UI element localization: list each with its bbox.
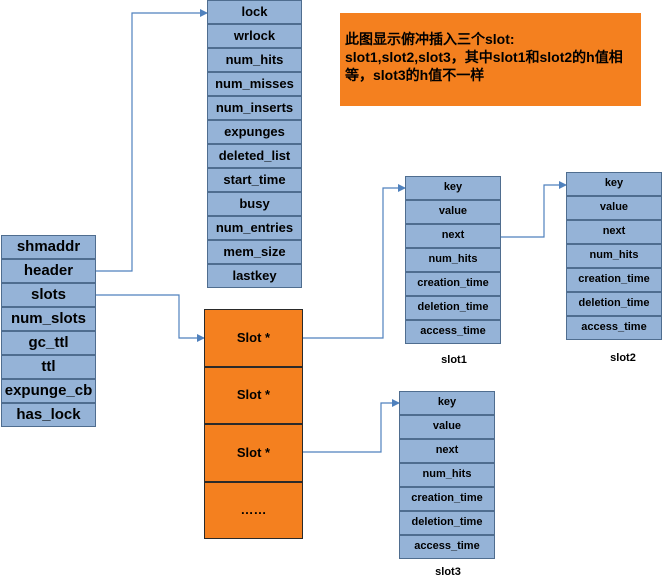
header-struct-cell: gc_ttl (1, 331, 96, 355)
header-struct-cell: num_slots (1, 307, 96, 331)
header-field-cell: busy (207, 192, 302, 216)
slot2-field-cell: creation_time (566, 268, 662, 292)
slot2-label: slot2 (610, 352, 636, 364)
slot3-field-cell: num_hits (399, 463, 495, 487)
slot1-field-cell: next (405, 224, 501, 248)
slot3-field-cell: deletion_time (399, 511, 495, 535)
header-field-cell: start_time (207, 168, 302, 192)
header-struct-cell: shmaddr (1, 235, 96, 259)
header-field-cell: num_inserts (207, 96, 302, 120)
header-to-struct-arrow (96, 9, 208, 272)
slot2-field-cell: next (566, 220, 662, 244)
slot1-field-cell: access_time (405, 320, 501, 344)
slot3-label: slot3 (435, 566, 461, 578)
slot2-field-cell: value (566, 196, 662, 220)
header-struct-cell: has_lock (1, 403, 96, 427)
header-field-cell: num_hits (207, 48, 302, 72)
slot1-field-cell: key (405, 176, 501, 200)
header-struct-cell: header (1, 259, 96, 283)
slot1-field-cell: deletion_time (405, 296, 501, 320)
slot3-field-cell: next (399, 439, 495, 463)
slot1-field-cell: creation_time (405, 272, 501, 296)
slot1-next-to-slot2-arrow (501, 181, 567, 238)
slot-ptr1-to-slot1-arrow (303, 184, 406, 339)
slot-pointer-cell: …… (204, 481, 303, 539)
header-field-cell: expunges (207, 120, 302, 144)
header-struct-cell: expunge_cb (1, 379, 96, 403)
slot-pointer-cell: Slot * (204, 309, 303, 367)
slot-pointer-cell: Slot * (204, 366, 303, 424)
slot3-field-cell: access_time (399, 535, 495, 559)
header-field-cell: lock (207, 0, 302, 24)
slot3-field-cell: creation_time (399, 487, 495, 511)
header-struct-cell: slots (1, 283, 96, 307)
slot2-field-cell: access_time (566, 316, 662, 340)
header-field-cell: num_entries (207, 216, 302, 240)
header-field-cell: num_misses (207, 72, 302, 96)
header-field-cell: deleted_list (207, 144, 302, 168)
slot2-field-cell: deletion_time (566, 292, 662, 316)
slot2-field-cell: num_hits (566, 244, 662, 268)
slot2-field-cell: key (566, 172, 662, 196)
slot1-field-cell: value (405, 200, 501, 224)
slot1-field-cell: num_hits (405, 248, 501, 272)
annotation-note: 此图显示俯冲插入三个slot: slot1,slot2,slot3，其中slot… (340, 13, 641, 106)
header-field-cell: lastkey (207, 264, 302, 288)
slot-ptr3-to-slot3-arrow (303, 399, 400, 453)
header-field-cell: wrlock (207, 24, 302, 48)
slot1-label: slot1 (441, 354, 467, 366)
slot-pointer-cell: Slot * (204, 424, 303, 482)
slots-to-array-arrow (96, 294, 205, 342)
header-struct-cell: ttl (1, 355, 96, 379)
header-field-cell: mem_size (207, 240, 302, 264)
slot3-field-cell: value (399, 415, 495, 439)
slot3-field-cell: key (399, 391, 495, 415)
